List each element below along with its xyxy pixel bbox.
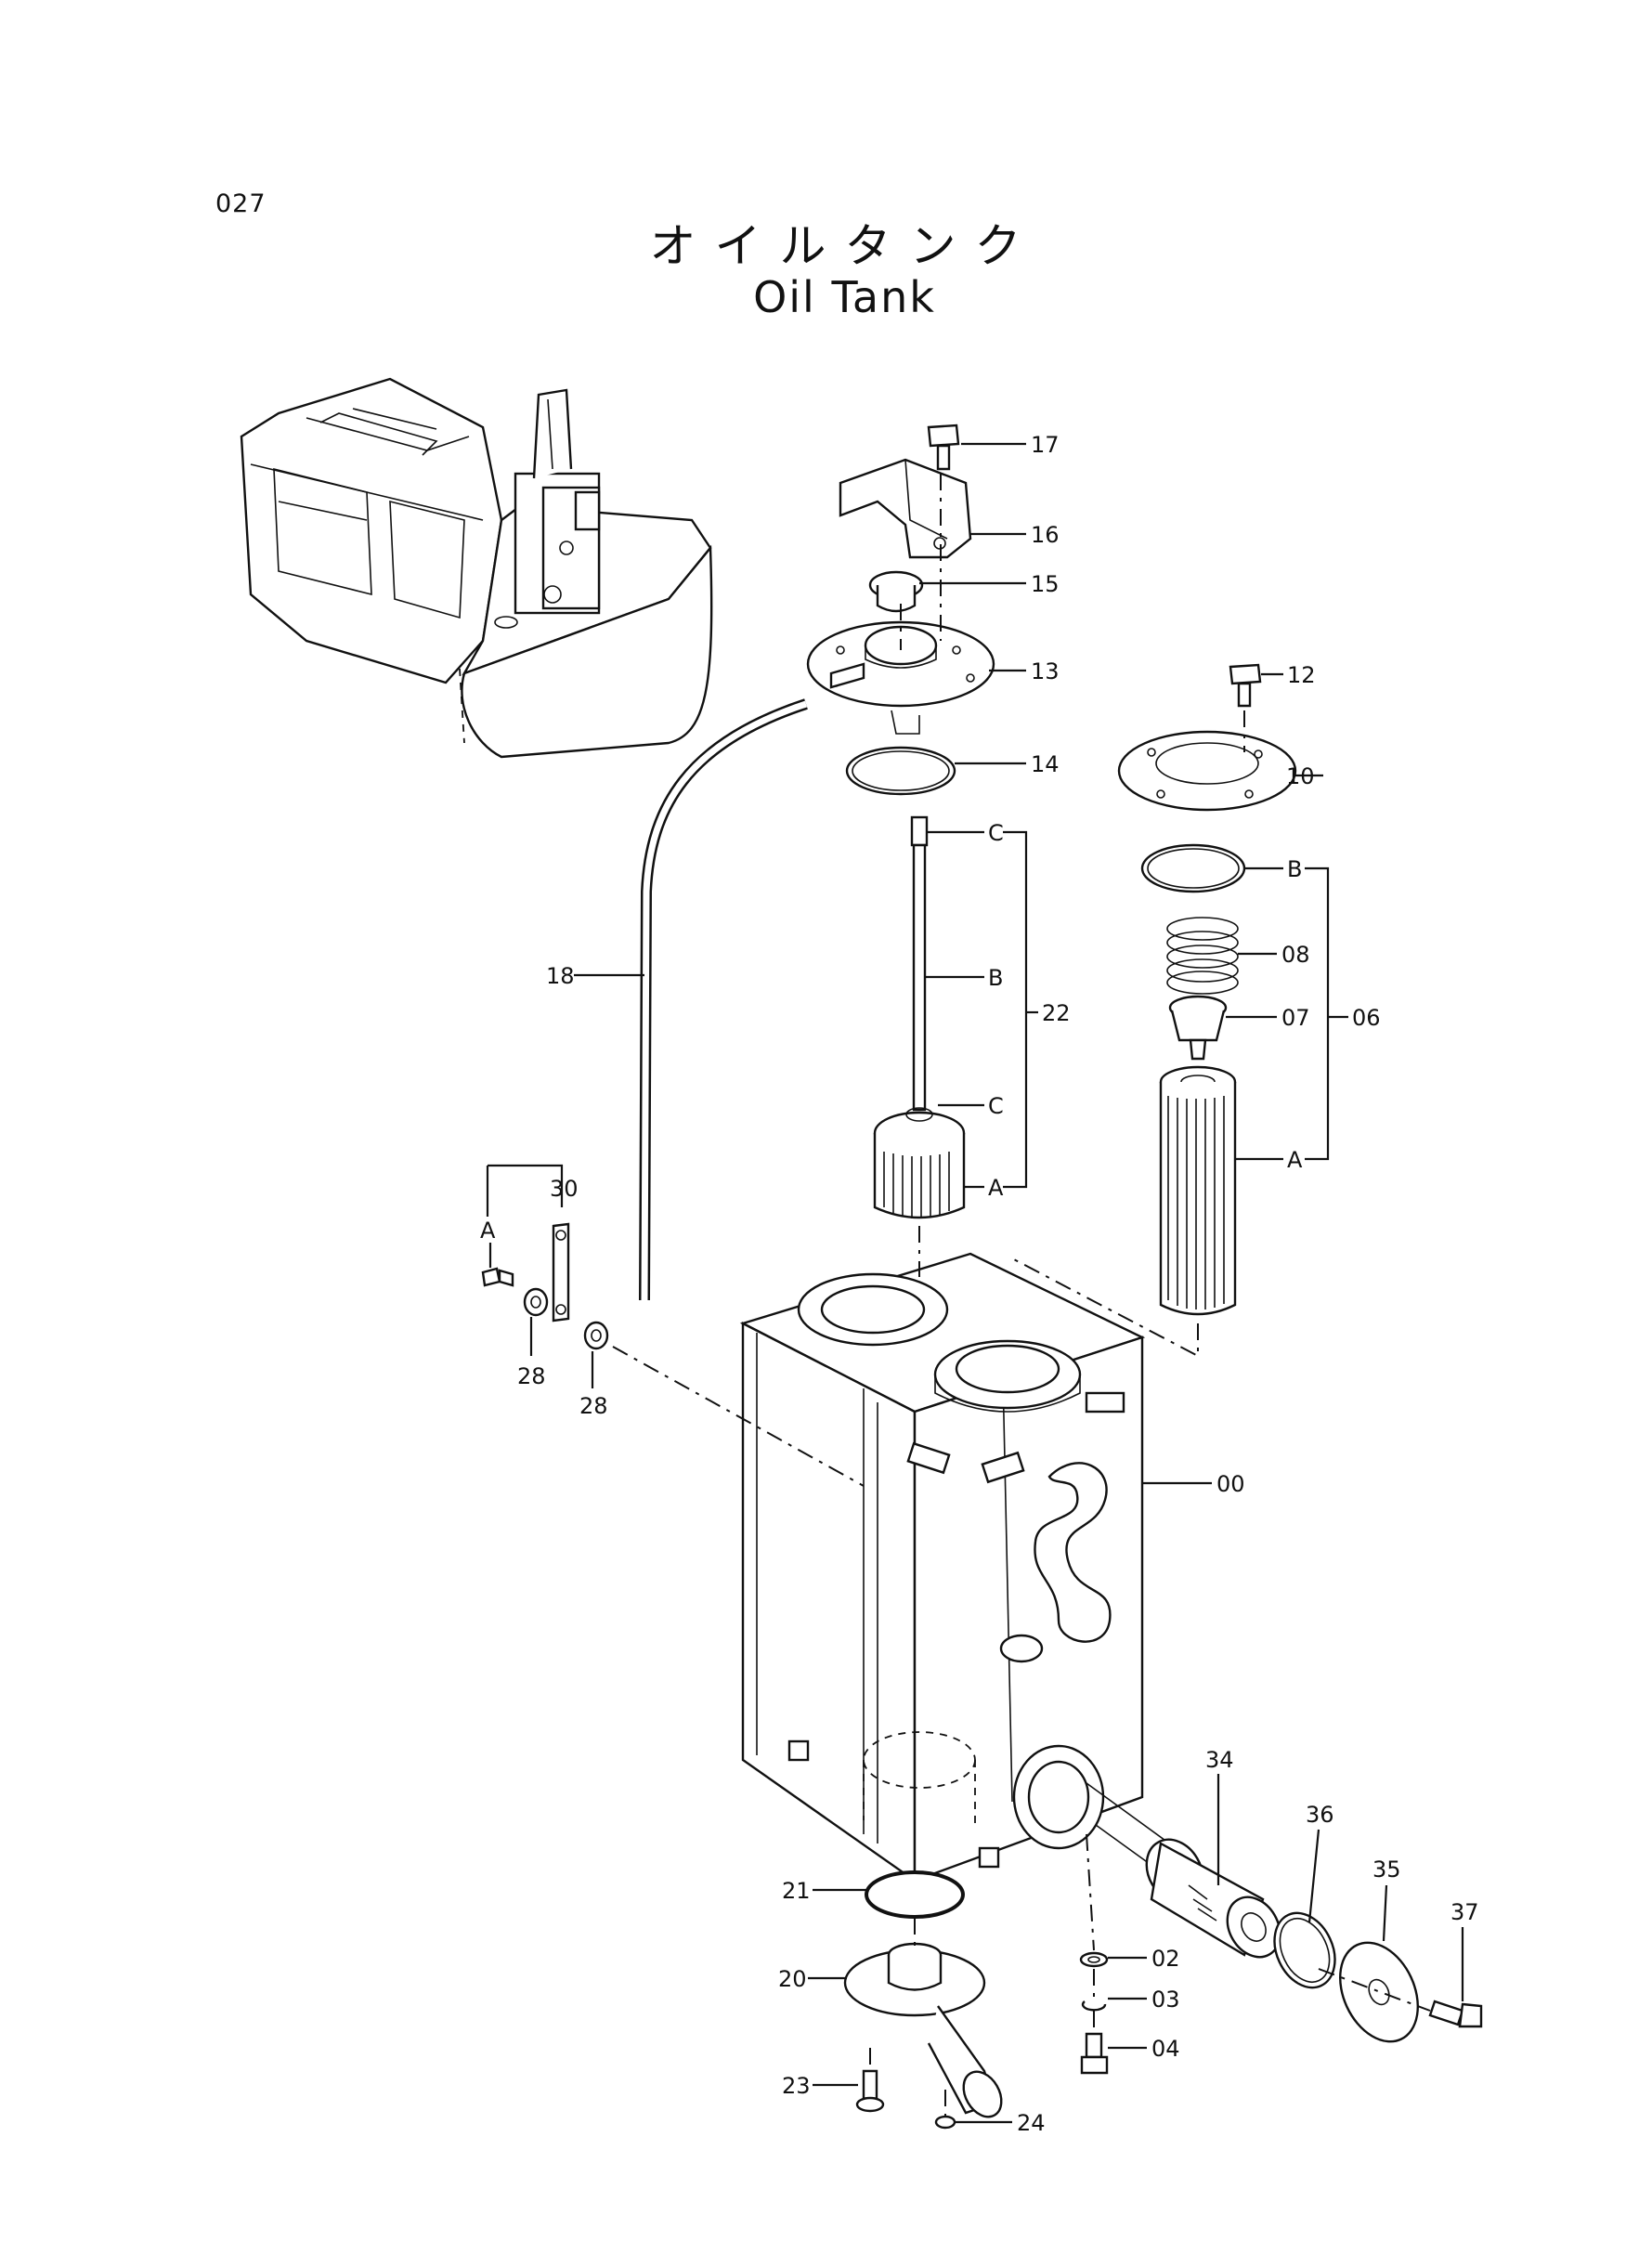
callout-37: 37 (1450, 1899, 1479, 1925)
callout-34: 34 (1205, 1747, 1234, 1773)
strainer-assembly-22 (873, 815, 966, 1219)
callout-08: 08 (1281, 942, 1310, 968)
callout-18: 18 (546, 963, 575, 989)
callout-17: 17 (1031, 432, 1060, 458)
callout-03: 03 (1151, 1987, 1180, 2013)
callout-28-right: 28 (579, 1393, 608, 1419)
callout-13: 13 (1031, 658, 1060, 684)
callout-a-left: A (988, 1175, 1004, 1201)
title-japanese: オイルタンク (649, 219, 1040, 273)
callout-04: 04 (1151, 2036, 1180, 2062)
page-number: 027 (215, 189, 267, 218)
callout-00: 00 (1216, 1471, 1245, 1497)
callout-10: 10 (1286, 763, 1315, 789)
callout-leaders (486, 442, 1464, 2124)
callout-35: 35 (1372, 1857, 1401, 1883)
callout-28-left: 28 (517, 1363, 546, 1389)
suction-strainer-group (1086, 1782, 1483, 2043)
callout-07: 07 (1281, 1005, 1310, 1031)
callout-24: 24 (1017, 2110, 1046, 2136)
callout-b-left: B (988, 965, 1003, 991)
callout-14: 14 (1031, 751, 1060, 777)
return-filter-assembly-06 (1117, 663, 1297, 1316)
callout-02: 02 (1151, 1946, 1180, 1972)
callout-a-bracket: A (480, 1218, 496, 1244)
oil-tank-body (739, 1252, 1146, 1896)
level-gauge-group (481, 1222, 609, 1350)
callout-c-top: C (988, 820, 1004, 846)
hose-18 (639, 698, 808, 1301)
drain-group (843, 1870, 1109, 2130)
callout-a-right: A (1287, 1147, 1303, 1173)
callout-labels: 17 16 15 13 14 12 10 B 08 07 06 A C B 22… (480, 432, 1479, 2136)
filler-cap-assembly (806, 423, 995, 796)
callout-12: 12 (1287, 662, 1316, 688)
callout-21: 21 (782, 1878, 811, 1904)
callout-b-right: B (1287, 856, 1302, 882)
callout-30: 30 (550, 1176, 579, 1202)
callout-36: 36 (1306, 1802, 1334, 1828)
callout-20: 20 (778, 1966, 807, 1992)
excavator-overview-illustration (240, 377, 713, 759)
callout-c-mid: C (988, 1093, 1004, 1119)
callout-06: 06 (1352, 1005, 1381, 1031)
callout-16: 16 (1031, 522, 1060, 548)
center-lines (612, 474, 1431, 2116)
callout-23: 23 (782, 2073, 811, 2099)
callout-22: 22 (1042, 1000, 1071, 1026)
callout-15: 15 (1031, 571, 1060, 597)
title-english: Oil Tank (753, 272, 936, 322)
